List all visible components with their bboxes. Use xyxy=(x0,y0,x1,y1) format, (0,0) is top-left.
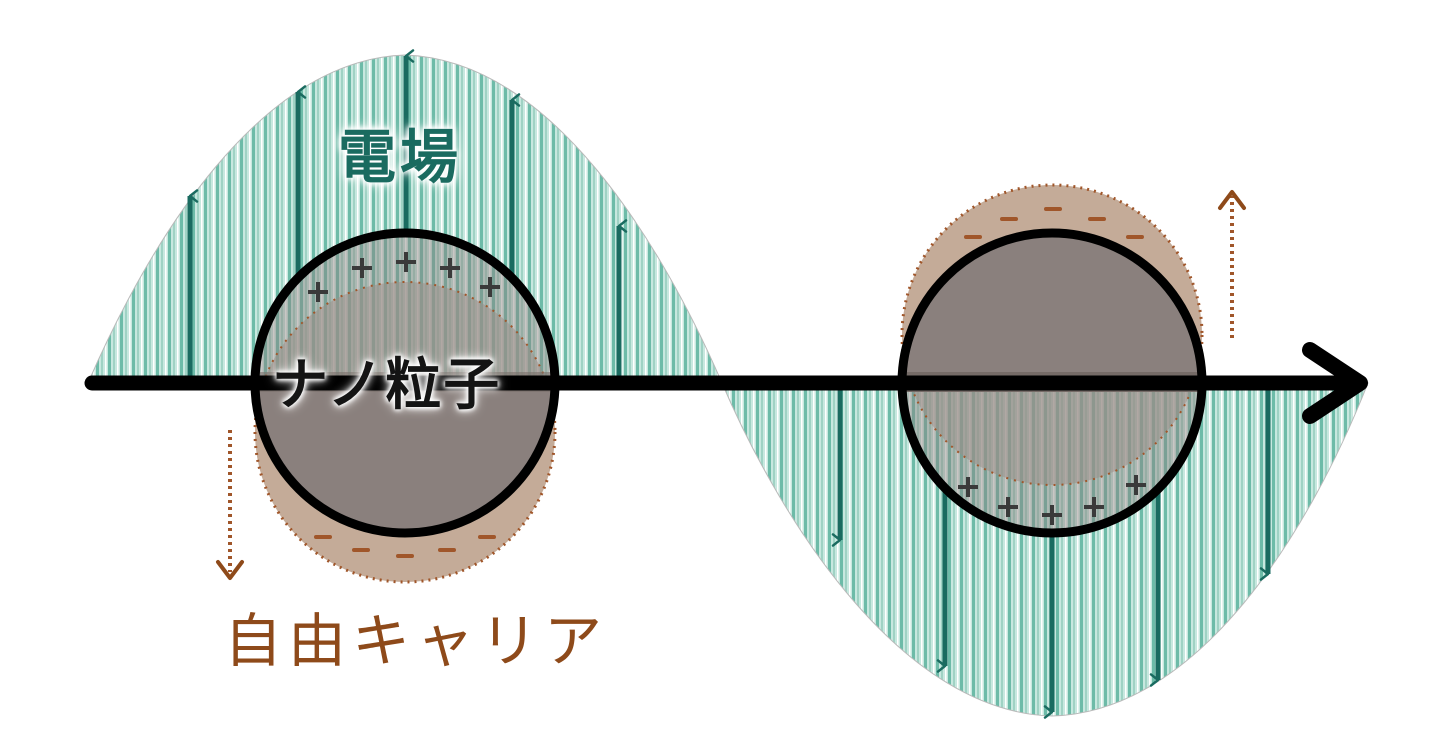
positive-charges-left xyxy=(308,252,500,302)
free-carrier-label: 自由キャリア xyxy=(224,607,609,675)
nanoparticle-right xyxy=(897,183,1207,538)
nanoparticle-label: ナノ粒子 xyxy=(272,353,502,418)
negative-charges-right xyxy=(964,207,1144,239)
carrier-motion-arrow-up xyxy=(1218,190,1246,338)
negative-charges-left xyxy=(314,535,496,558)
electric-field-label: 電場 xyxy=(338,123,463,191)
propagation-axis-arrow xyxy=(84,342,1368,424)
carrier-motion-arrow-down xyxy=(216,430,244,580)
positive-charges-right xyxy=(958,475,1146,525)
